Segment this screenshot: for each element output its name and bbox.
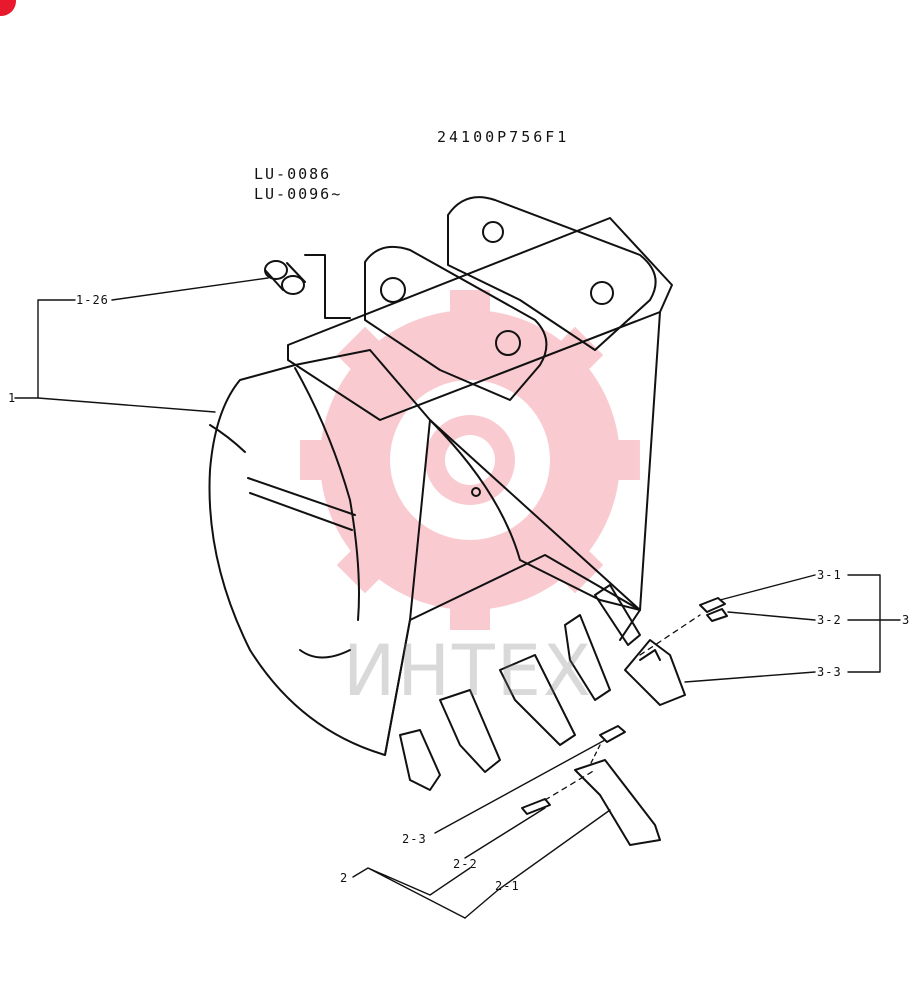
callout-2-1: 2-1	[495, 879, 520, 893]
leader-2-3	[434, 739, 606, 834]
watermark-text: ИНТЕХ	[343, 630, 593, 712]
tooth-3	[499, 654, 576, 746]
watermark-gear-logo	[300, 290, 640, 630]
leader-2-2	[464, 807, 546, 859]
callout-3: 3	[902, 613, 911, 627]
rear-pin-hole-left	[482, 221, 504, 243]
rear-bracket	[447, 196, 657, 351]
cutting-edge	[384, 554, 641, 756]
rear-pin-hole-right	[590, 281, 614, 305]
callout-3-1: 3-1	[817, 568, 842, 582]
leader-2	[352, 867, 471, 919]
bucket-shell	[208, 349, 431, 756]
pin-sleeve-part	[264, 254, 351, 319]
leader-1	[14, 397, 216, 413]
front-bracket	[364, 246, 548, 401]
callout-2: 2	[340, 871, 349, 885]
serial-range-end: LU-0096~	[254, 185, 343, 203]
tooth-5	[594, 584, 641, 646]
tooth-assembly-2	[521, 725, 661, 846]
front-pin-hole-left	[380, 277, 406, 303]
bucket-inner-edge	[429, 419, 641, 611]
tooth-1	[399, 729, 441, 791]
bucket-bolt	[471, 487, 481, 497]
bucket-side-band	[247, 477, 356, 531]
callout-2-2: 2-2	[453, 857, 478, 871]
tooth-2	[439, 689, 501, 773]
leader-3-2	[727, 611, 901, 621]
front-pin-hole-right	[495, 330, 521, 356]
drawing-code: 24100P756F1	[437, 128, 570, 146]
bucket-side-inner	[294, 367, 360, 621]
leader-3-3	[684, 671, 816, 683]
leader-2-1	[464, 809, 611, 919]
tooth-4	[564, 614, 611, 701]
tooth-assembly-3	[624, 597, 728, 706]
callout-1-26: 1-26	[76, 293, 109, 307]
leader-lines	[14, 277, 901, 919]
leader-3-1	[719, 574, 881, 673]
callout-3-2: 3-2	[817, 613, 842, 627]
callout-3-3: 3-3	[817, 665, 842, 679]
callout-1: 1	[8, 391, 17, 405]
leader-1-26	[37, 277, 269, 399]
serial-range-start: LU-0086	[254, 165, 332, 183]
callout-2-3: 2-3	[402, 832, 427, 846]
bucket-rib	[209, 424, 351, 659]
